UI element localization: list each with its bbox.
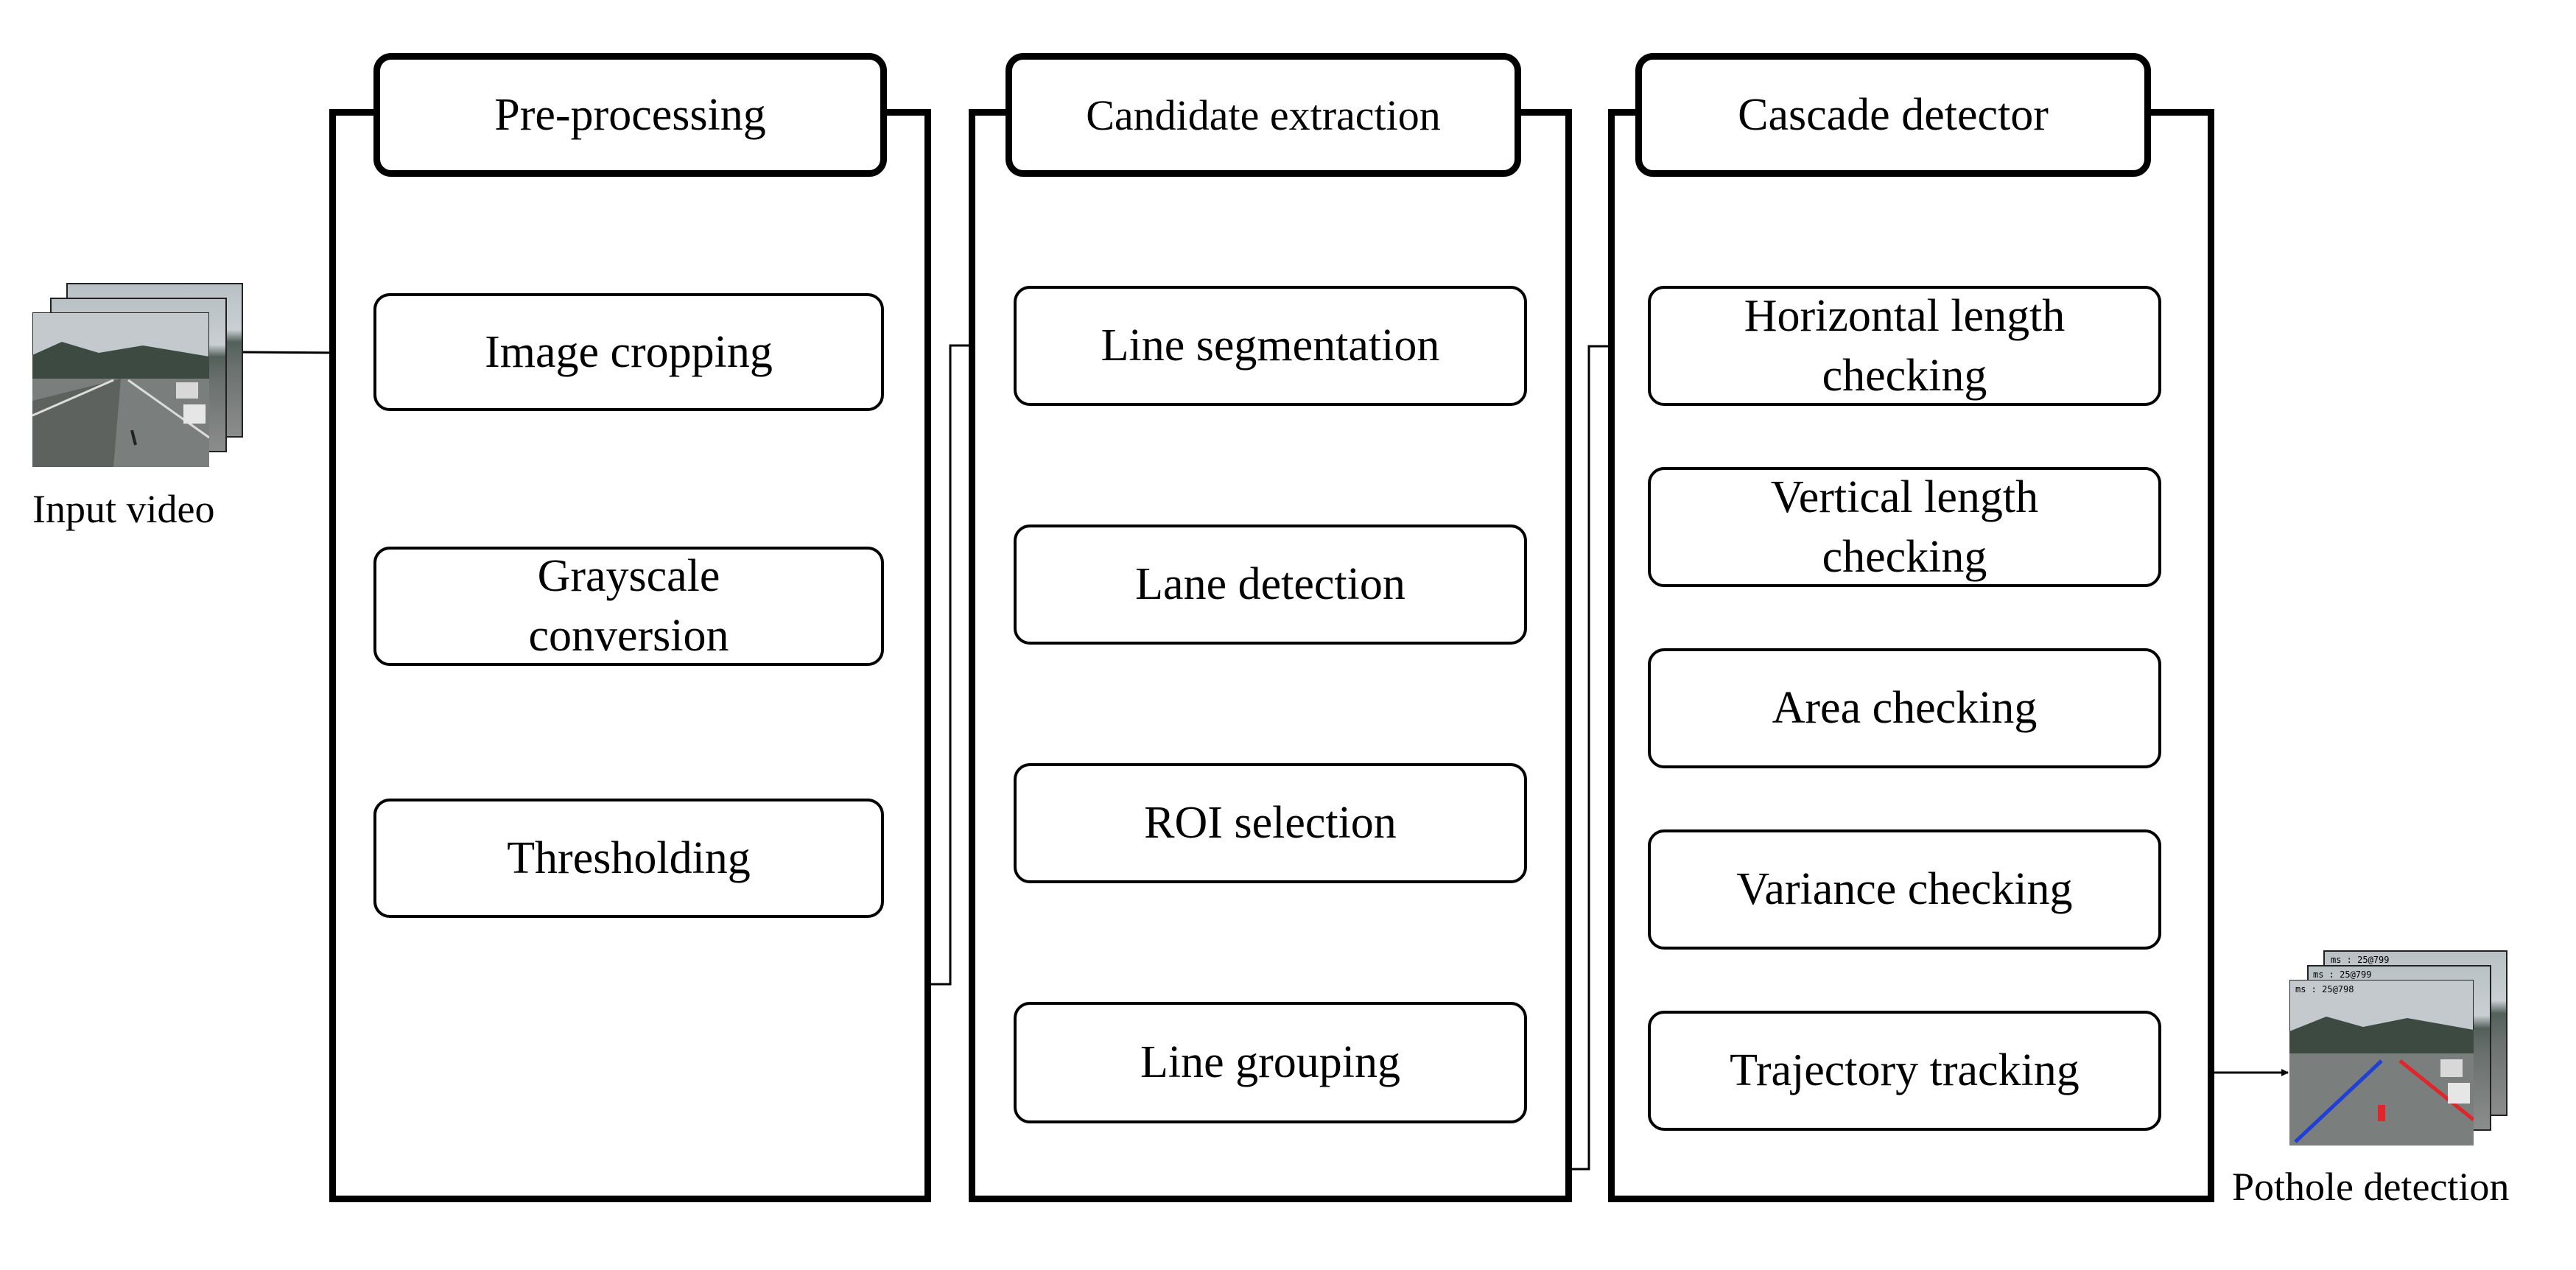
step-grayscale-label-line1: Grayscale	[537, 551, 720, 602]
output-right-lane	[2398, 1059, 2474, 1121]
step-area-checking: Area checking	[1648, 648, 2161, 768]
step-line-segmentation: Line segmentation	[1014, 286, 1527, 406]
stage-cascade-detector-title: Cascade detector	[1635, 53, 2151, 177]
step-roi-selection-label: ROI selection	[1144, 798, 1397, 849]
input-frame-front	[32, 312, 209, 467]
step-trajectory-tracking-label: Trajectory tracking	[1730, 1045, 2080, 1096]
step-thresholding: Thresholding	[373, 799, 884, 918]
step-variance-checking-label: Variance checking	[1736, 864, 2073, 915]
step-vertical-length-checking: Vertical length checking	[1648, 467, 2161, 587]
output-caption: Pothole detection	[2232, 1165, 2510, 1209]
output-frame-front	[2289, 980, 2474, 1146]
step-thresholding-label: Thresholding	[507, 832, 751, 883]
step-area-checking-label: Area checking	[1772, 683, 2038, 734]
step-lane-detection-label: Lane detection	[1135, 559, 1405, 610]
step-line-grouping-label: Line grouping	[1140, 1037, 1400, 1088]
output-overlay-text-middle: ms : 25@799	[2313, 969, 2372, 980]
output-frames: ms : 25@799 ms : 25@799 ms : 25@798	[2289, 950, 2510, 1149]
output-overlay-text-back: ms : 25@799	[2331, 955, 2390, 965]
step-line-segmentation-label: Line segmentation	[1101, 320, 1440, 371]
step-line-grouping: Line grouping	[1014, 1002, 1527, 1123]
step-horizontal-label-line1: Horizontal length	[1744, 290, 2066, 341]
step-roi-selection: ROI selection	[1014, 763, 1527, 883]
output-left-lane	[2294, 1059, 2383, 1143]
stage-candidate-extraction-title: Candidate extraction	[1006, 53, 1521, 177]
step-image-cropping-label: Image cropping	[485, 326, 773, 377]
step-vertical-label-line1: Vertical length	[1770, 471, 2039, 522]
step-horizontal-length-checking: Horizontal length checking	[1648, 286, 2161, 406]
input-video-caption: Input video	[32, 487, 215, 531]
output-pothole-marker	[2378, 1105, 2385, 1121]
step-variance-checking: Variance checking	[1648, 829, 2161, 950]
step-trajectory-tracking: Trajectory tracking	[1648, 1011, 2161, 1131]
step-image-cropping: Image cropping	[373, 293, 884, 411]
step-lane-detection: Lane detection	[1014, 525, 1527, 645]
step-vertical-label-line2: checking	[1822, 531, 1987, 582]
step-horizontal-label-line2: checking	[1822, 350, 1987, 401]
input-video-frames	[32, 283, 246, 467]
step-grayscale-label-line2: conversion	[528, 611, 729, 661]
step-grayscale-conversion: Grayscale conversion	[373, 547, 884, 666]
stage-pre-processing-title: Pre-processing	[373, 53, 887, 177]
output-overlay-text-front: ms : 25@798	[2295, 984, 2354, 994]
